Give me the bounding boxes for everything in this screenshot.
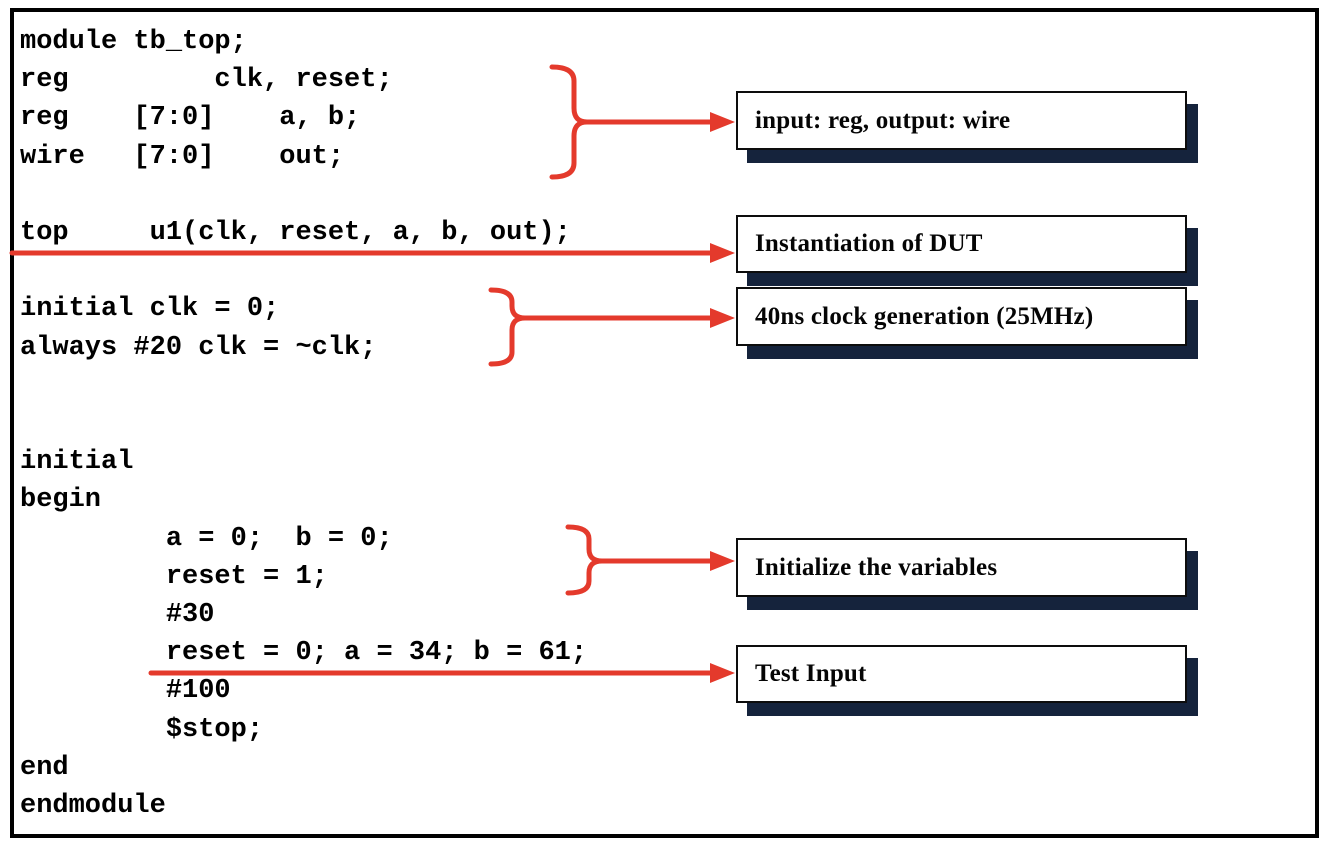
annotation-box-initialize-variables: Initialize the variables xyxy=(736,538,1187,597)
annotation-label-clock-generation: 40ns clock generation (25MHz) xyxy=(755,302,1094,330)
annotation-label-dut-instantiation: Instantiation of DUT xyxy=(755,230,983,257)
annotation-box-ports: input: reg, output: wire xyxy=(736,91,1187,150)
annotation-box-clock-generation: 40ns clock generation (25MHz) xyxy=(736,287,1187,346)
annotation-label-ports: input: reg, output: wire xyxy=(755,106,1011,134)
annotation-box-dut-instantiation: Instantiation of DUT xyxy=(736,215,1187,273)
annotation-box-test-input: Test Input xyxy=(736,645,1187,703)
outer-frame xyxy=(10,8,1319,838)
annotation-label-test-input: Test Input xyxy=(755,660,867,687)
annotation-label-initialize-variables: Initialize the variables xyxy=(755,553,998,581)
verilog-testbench-code: module tb_top; reg clk, reset; reg [7:0]… xyxy=(20,27,588,822)
